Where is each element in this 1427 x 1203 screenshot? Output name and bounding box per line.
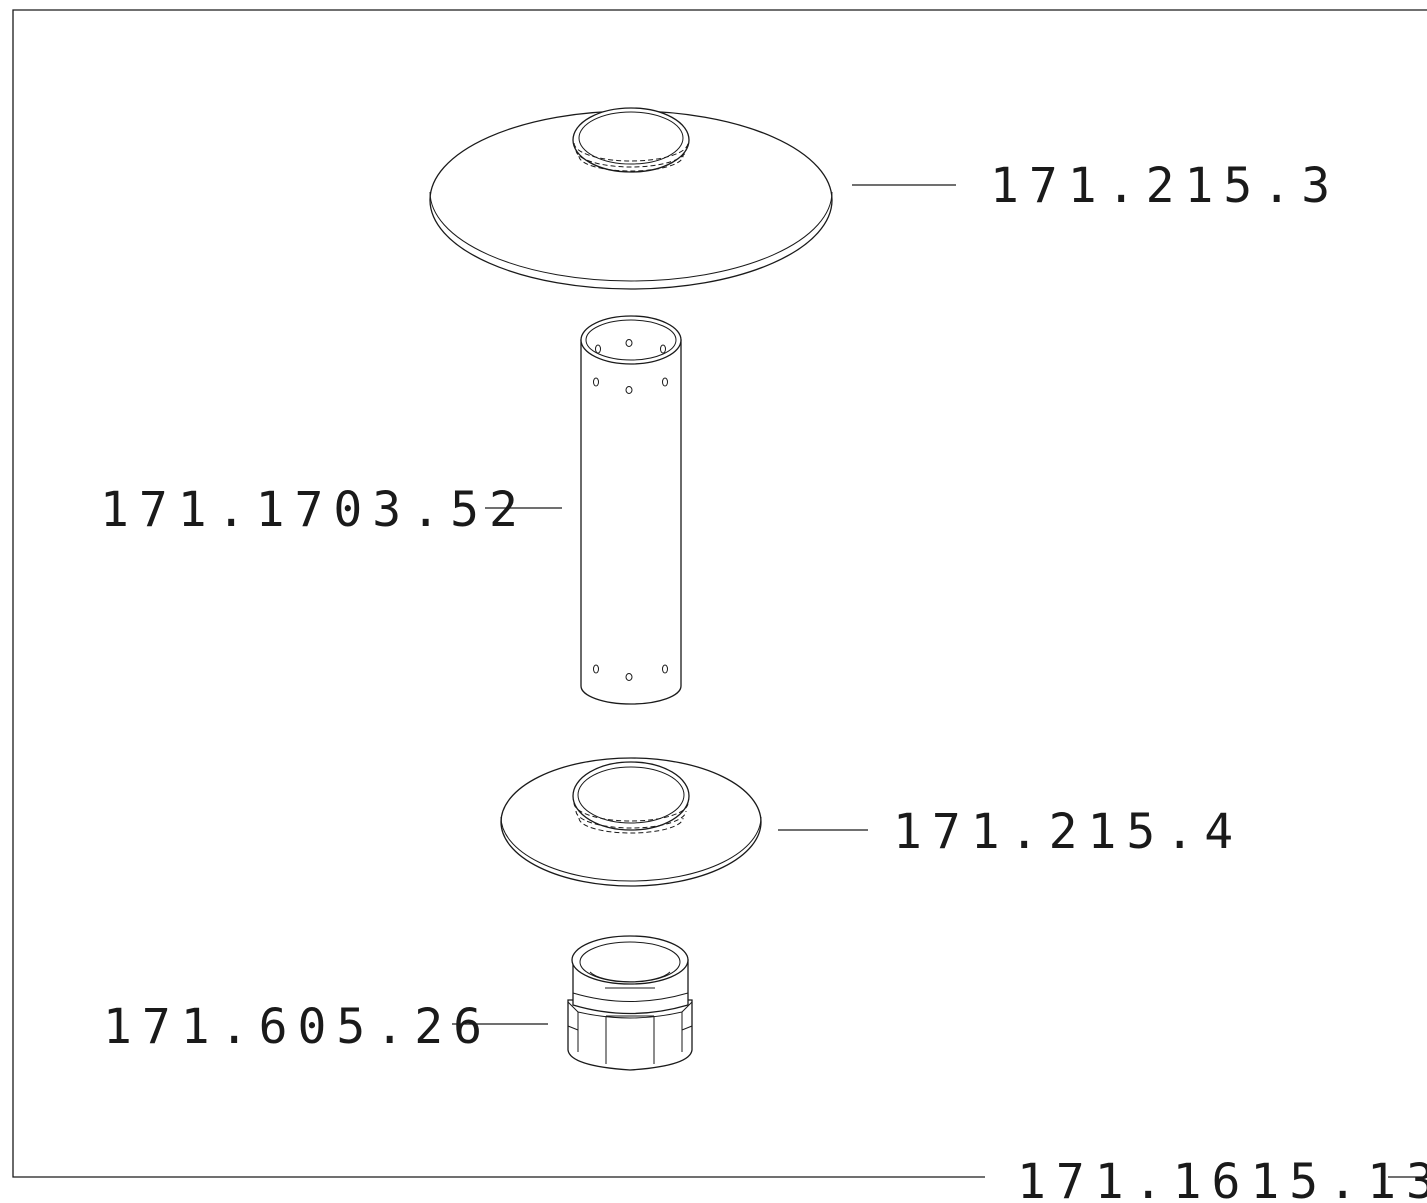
- label-lower-disc: 171.215.4: [893, 804, 1243, 860]
- tube-part: [580, 315, 682, 705]
- drawing-frame: [12, 9, 1427, 1178]
- hex-nut-part: [567, 935, 693, 1071]
- label-hex-nut: 171.605.26: [103, 999, 492, 1055]
- lower-disc-part: [500, 757, 762, 887]
- upper-disc-part: [429, 107, 833, 290]
- label-upper-disc: 171.215.3: [990, 158, 1340, 214]
- label-tube: 171.1703.52: [100, 482, 528, 538]
- frame-label: 171.1615.13: [1017, 1154, 1427, 1203]
